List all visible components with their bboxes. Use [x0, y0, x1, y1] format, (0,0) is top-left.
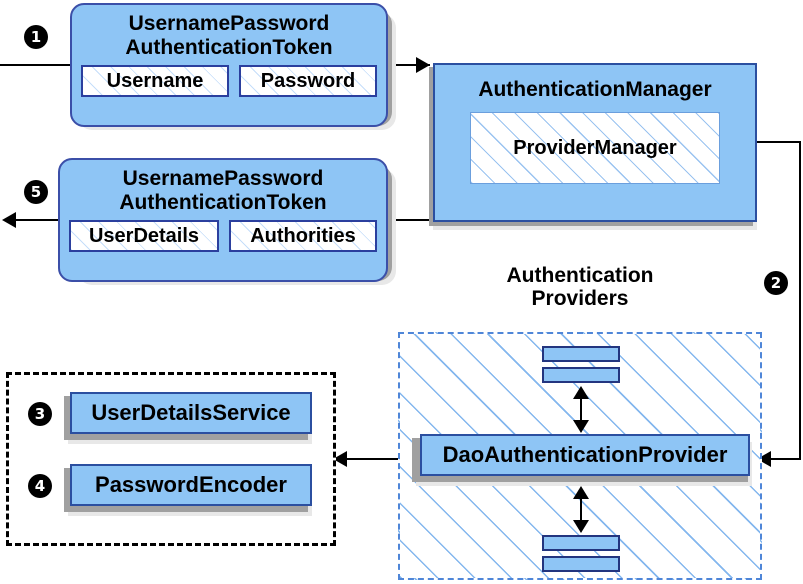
- connector-response-out: [14, 219, 72, 221]
- connector-manager-down: [799, 141, 801, 459]
- connector-into-provider: [762, 458, 801, 460]
- password-encoder-box[interactable]: PasswordEncoder: [70, 464, 312, 506]
- response-token-fields: UserDetails Authorities: [69, 220, 377, 253]
- arrowhead-provider-bottom-up: [573, 486, 589, 499]
- authentication-manager-title: AuthenticationManager: [478, 78, 712, 101]
- connector-request-in: [0, 64, 72, 66]
- request-token-card[interactable]: UsernamePassword AuthenticationToken Use…: [70, 3, 388, 127]
- step-badge-1: 1: [24, 25, 48, 49]
- arrowhead-to-manager: [416, 57, 430, 73]
- user-details-service-box[interactable]: UserDetailsService: [70, 392, 312, 434]
- connector-provider-to-services: [345, 458, 425, 460]
- field-authorities[interactable]: Authorities: [229, 220, 377, 253]
- connector-provider-up-down-bottom: [580, 492, 582, 524]
- providers-region-title: Authentication Providers: [506, 264, 654, 311]
- arrowhead-provider-top-down: [573, 420, 589, 433]
- connector-manager-right: [756, 141, 801, 143]
- connector-manager-to-response: [388, 219, 433, 221]
- arrowhead-to-services: [333, 451, 347, 467]
- response-token-card[interactable]: UsernamePassword AuthenticationToken Use…: [58, 158, 388, 282]
- request-token-fields: Username Password: [81, 65, 377, 98]
- step-badge-3: 3: [28, 402, 52, 426]
- provider-bar-top-2[interactable]: [542, 367, 620, 383]
- field-user-details[interactable]: UserDetails: [69, 220, 219, 253]
- step-badge-5: 5: [24, 180, 48, 204]
- provider-bar-bottom-1[interactable]: [542, 535, 620, 551]
- provider-bar-top-1[interactable]: [542, 346, 620, 362]
- request-token-title: UsernamePassword AuthenticationToken: [125, 12, 333, 59]
- field-password[interactable]: Password: [239, 65, 377, 98]
- response-token-title: UsernamePassword AuthenticationToken: [119, 167, 327, 214]
- step-badge-4: 4: [28, 474, 52, 498]
- arrowhead-provider-top-up: [573, 386, 589, 399]
- field-username[interactable]: Username: [81, 65, 229, 98]
- arrowhead-response-out: [2, 212, 16, 228]
- step-badge-2: 2: [764, 271, 788, 295]
- provider-bar-bottom-2[interactable]: [542, 556, 620, 572]
- arrowhead-provider-bottom-down: [573, 520, 589, 533]
- connector-token-to-manager: [388, 64, 430, 66]
- connector-provider-up-down-top: [580, 392, 582, 424]
- dao-authentication-provider-box[interactable]: DaoAuthenticationProvider: [420, 434, 750, 476]
- provider-manager-box[interactable]: ProviderManager: [470, 112, 720, 184]
- authentication-manager-card[interactable]: AuthenticationManager ProviderManager: [433, 63, 757, 222]
